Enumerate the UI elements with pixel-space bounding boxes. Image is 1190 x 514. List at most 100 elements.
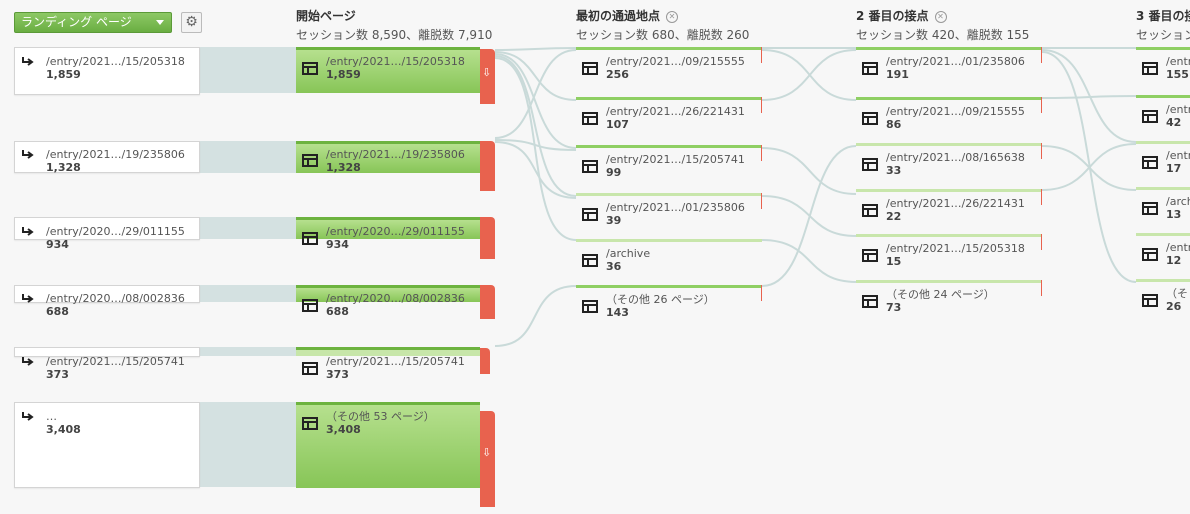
landing-label: /entry/2021…/15/205741 373 (46, 355, 185, 381)
step1-node[interactable]: /entry/2021…/09/215555 256 (576, 47, 762, 87)
flow-line (494, 51, 577, 101)
dropoff-bar[interactable] (480, 285, 495, 319)
dropoff-bar[interactable] (480, 411, 495, 507)
session-count: 39 (606, 214, 622, 227)
dropoff-arrow-icon: ⇩ (482, 446, 492, 459)
gear-icon[interactable]: ⚙ (181, 12, 202, 33)
step1-node[interactable]: /entry/2021…/26/221431 107 (576, 97, 762, 137)
step2-node[interactable]: /entry/2021…/01/235806 191 (856, 47, 1042, 87)
session-count: 73 (886, 301, 902, 314)
dropoff-tick (1041, 280, 1042, 296)
dropoff-bar[interactable] (480, 348, 490, 374)
landing-node[interactable] (14, 47, 200, 95)
page-url: /entry/2021…/15/205741 (326, 355, 465, 368)
page-url: /entry/2021…/19/235806 (326, 148, 465, 161)
step1-label: /entry/2021…/15/205741 99 (606, 153, 745, 179)
page-url: （そ (1166, 287, 1188, 300)
step1-node[interactable]: （その他 26 ページ） 143 (576, 285, 762, 325)
flow-line (761, 147, 857, 195)
arrow-right-icon (22, 150, 34, 159)
page-url: /entry/2021…/15/205741 (46, 355, 185, 368)
close-icon[interactable]: ✕ (934, 11, 947, 23)
node-traffic-bar (856, 234, 1042, 237)
node-traffic-bar (576, 285, 762, 288)
node-traffic-bar (576, 239, 762, 242)
node-traffic-bar (856, 143, 1042, 146)
step3-node[interactable]: /arch 13 (1136, 187, 1190, 227)
step2-label: /entry/2021…/09/215555 86 (886, 105, 1025, 131)
dropoff-bar[interactable] (480, 217, 495, 259)
page-icon (862, 158, 878, 171)
step3-node[interactable]: /entr 155 (1136, 47, 1190, 87)
step2-label: /entry/2021…/15/205318 15 (886, 242, 1025, 268)
session-count: 3,408 (326, 423, 361, 436)
flow-band (200, 285, 296, 302)
page-url: /entry/2020…/29/011155 (46, 225, 185, 238)
node-traffic-bar (1136, 47, 1190, 50)
step2-node[interactable]: （その他 24 ページ） 73 (856, 280, 1042, 320)
step2-node[interactable]: /entry/2021…/15/205318 15 (856, 234, 1042, 274)
page-url: /entry/2021…/19/235806 (46, 148, 185, 161)
session-count: 1,328 (326, 161, 361, 174)
flow-band (200, 347, 296, 356)
dimension-dropdown[interactable]: ランディング ページ (14, 12, 172, 33)
dropoff-bar[interactable] (480, 141, 495, 191)
node-traffic-bar (576, 47, 762, 50)
page-icon (1142, 156, 1158, 169)
flow-line (494, 57, 577, 241)
start-page-node[interactable] (296, 47, 480, 93)
step3-node[interactable]: /entr 12 (1136, 233, 1190, 273)
landing-node[interactable] (14, 402, 200, 488)
page-url: /entry/2021…/08/165638 (886, 151, 1025, 164)
session-count: 688 (326, 305, 349, 318)
step3-label: /arch 13 (1166, 195, 1190, 221)
page-icon (862, 62, 878, 75)
start-page-node[interactable] (296, 217, 480, 239)
dropoff-bar[interactable] (480, 49, 495, 104)
step3-node[interactable]: /entr 42 (1136, 95, 1190, 135)
landing-node[interactable] (14, 217, 200, 240)
step2-node[interactable]: /entry/2021…/26/221431 22 (856, 189, 1042, 229)
start-page-node[interactable] (296, 347, 480, 356)
step1-node[interactable]: /archive 36 (576, 239, 762, 279)
page-icon (1142, 202, 1158, 215)
landing-node[interactable] (14, 285, 200, 303)
step2-node[interactable]: /entry/2021…/09/215555 86 (856, 97, 1042, 137)
step2-node[interactable]: /entry/2021…/08/165638 33 (856, 143, 1042, 183)
close-icon[interactable]: ✕ (666, 11, 679, 23)
page-icon (302, 417, 318, 430)
session-count: 1,859 (326, 68, 361, 81)
step1-node[interactable]: /entry/2021…/15/205741 99 (576, 145, 762, 185)
page-icon (302, 154, 318, 167)
page-url: （その他 26 ページ） (606, 293, 715, 306)
start-page-label: （その他 53 ページ） 3,408 (326, 410, 435, 436)
step3-node[interactable]: （そ 26 (1136, 279, 1190, 319)
page-url: /entry/2021…/09/215555 (886, 105, 1025, 118)
flow-line (494, 49, 577, 139)
page-url: /entry/2020…/29/011155 (326, 225, 465, 238)
session-count: 22 (886, 210, 902, 223)
session-count: 36 (606, 260, 622, 273)
node-traffic-bar (576, 193, 762, 196)
landing-node[interactable] (14, 141, 200, 173)
page-icon (582, 62, 598, 75)
node-traffic-bar (1136, 141, 1190, 144)
step3-node[interactable]: /entr 17 (1136, 141, 1190, 181)
arrow-right-icon (22, 57, 34, 66)
landing-node[interactable] (14, 347, 200, 357)
landing-label: /entry/2021…/19/235806 1,328 (46, 148, 185, 174)
column-subtitle: セッション数 420、離脱数 155 (856, 28, 1030, 42)
node-traffic-bar (576, 145, 762, 148)
flow-line (494, 47, 577, 51)
start-page-node[interactable] (296, 402, 480, 488)
page-url: /entry/2021…/15/205741 (606, 153, 745, 166)
page-icon (1142, 62, 1158, 75)
start-page-node[interactable] (296, 285, 480, 302)
node-traffic-bar (856, 280, 1042, 283)
session-count: 3,408 (46, 423, 81, 436)
dropoff-tick (1041, 234, 1042, 250)
start-page-node[interactable] (296, 141, 480, 173)
page-icon (1142, 110, 1158, 123)
step3-label: /entr 12 (1166, 241, 1190, 267)
step1-node[interactable]: /entry/2021…/01/235806 39 (576, 193, 762, 233)
